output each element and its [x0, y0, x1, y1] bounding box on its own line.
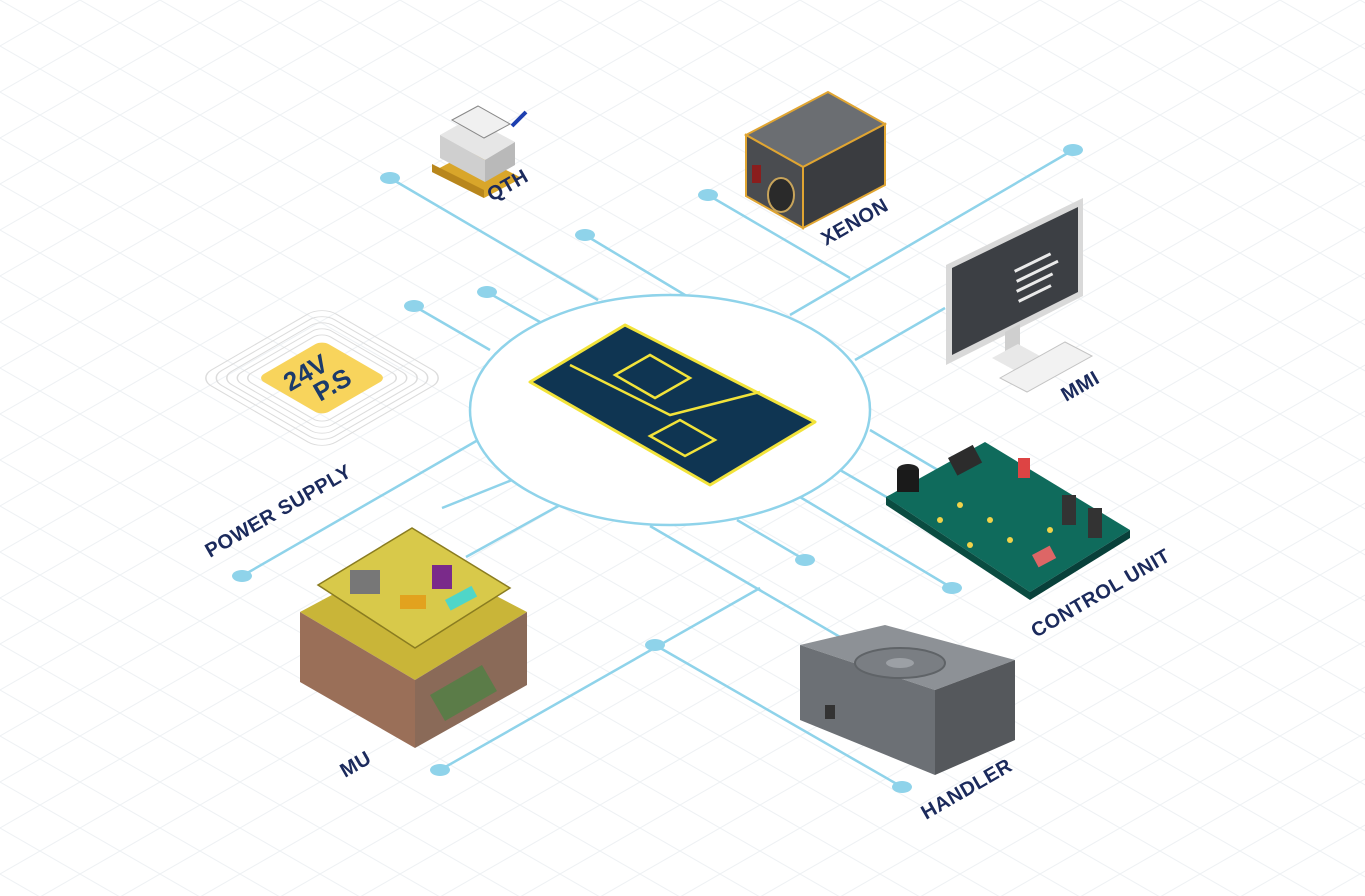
- endpoint-dot: [232, 570, 252, 582]
- connector-qth: [389, 176, 599, 302]
- endpoint-dot: [1063, 144, 1083, 156]
- connector-mu-bottom: [439, 586, 761, 772]
- mmi-monitor-icon: [946, 198, 1094, 393]
- endpoint-dot: [380, 172, 400, 184]
- endpoint-dot: [942, 582, 962, 594]
- connector-left-top-2: [486, 290, 541, 324]
- central-chip: [528, 323, 817, 487]
- handler-icon: [800, 625, 1015, 775]
- endpoint-dot: [477, 286, 497, 298]
- connector-left-top: [413, 304, 491, 352]
- connector-power-supply: [241, 438, 479, 578]
- endpoint-dot: [892, 781, 912, 793]
- connector-lines: [241, 148, 1074, 789]
- connector-mmi: [854, 306, 946, 362]
- endpoint-dot: [575, 229, 595, 241]
- connector-mu: [465, 503, 561, 559]
- endpoint-dot: [404, 300, 424, 312]
- endpoint-dot: [645, 639, 665, 651]
- connector-handler-2: [654, 643, 903, 789]
- connector-control-unit: [869, 428, 949, 478]
- connector-control-unit-3: [799, 495, 953, 590]
- connector-mmi-long: [789, 148, 1074, 317]
- mu-icon: [300, 527, 527, 748]
- control-unit-board-icon: [886, 442, 1130, 600]
- endpoint-dot: [430, 764, 450, 776]
- connector-qth-2: [584, 233, 691, 300]
- qth-lamp-icon: [432, 105, 528, 198]
- xenon-lamp-icon: [743, 90, 888, 230]
- connector-mu-2: [441, 478, 513, 510]
- connector-mid: [736, 518, 806, 562]
- endpoint-dot: [698, 189, 718, 201]
- connector-xenon: [707, 193, 851, 280]
- endpoint-dot: [795, 554, 815, 566]
- connector-endpoints: [232, 144, 1083, 793]
